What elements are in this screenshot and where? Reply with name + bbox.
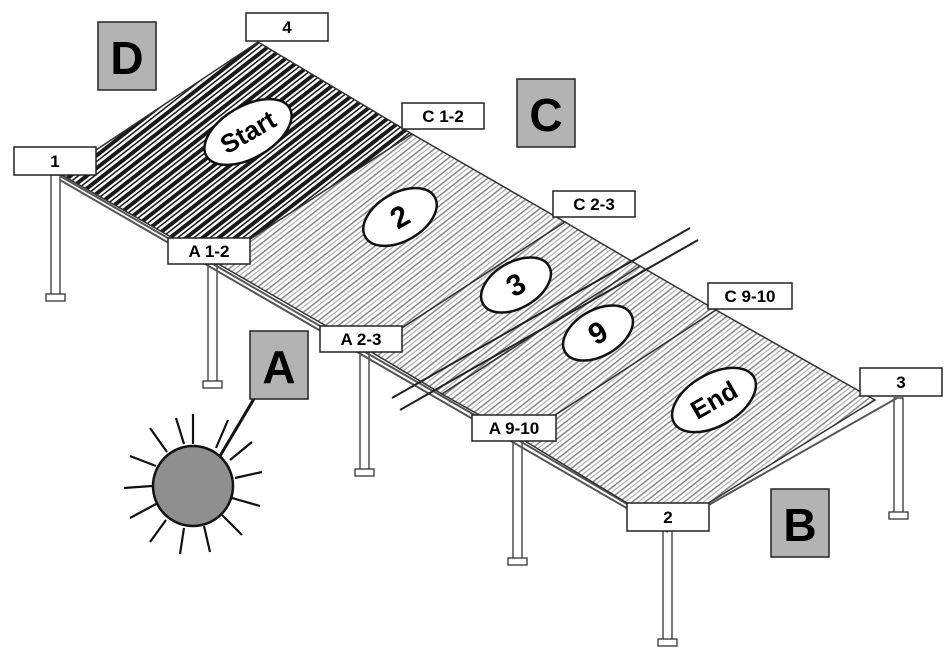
panel-oval-2: 2 xyxy=(362,186,438,248)
side-box-d: D xyxy=(97,21,157,91)
side-box-b: B xyxy=(770,488,830,558)
panel-oval-end: End xyxy=(670,366,758,434)
corner-text-2: 2 xyxy=(663,508,672,527)
panel-oval-9: 9 xyxy=(561,304,635,362)
corner-text-3: 3 xyxy=(896,373,905,392)
joint-text-c12: C 1-2 xyxy=(422,107,464,126)
sun-icon xyxy=(123,391,263,555)
post-a23 xyxy=(354,351,375,477)
joint-text-c910: C 9-10 xyxy=(724,287,775,306)
post-a12 xyxy=(202,263,223,389)
side-label-a: A xyxy=(262,341,295,393)
joint-text-a12: A 1-2 xyxy=(189,242,230,261)
joint-label-a910: A 9-10 xyxy=(471,414,557,442)
side-label-b: B xyxy=(783,499,816,551)
side-label-d: D xyxy=(110,32,143,84)
corner-text-4: 4 xyxy=(282,18,292,37)
side-box-c: C xyxy=(516,78,576,148)
joint-text-c23: C 2-3 xyxy=(573,195,615,214)
side-label-c: C xyxy=(529,89,562,141)
post-a910 xyxy=(507,439,528,566)
joint-label-a23: A 2-3 xyxy=(319,325,403,353)
joint-label-c12: C 1-2 xyxy=(401,102,485,130)
joint-label-c910: C 9-10 xyxy=(707,282,793,310)
corner-label-1: 1 xyxy=(13,146,97,176)
corner-text-1: 1 xyxy=(50,152,59,171)
post-3 xyxy=(888,397,909,520)
corner-label-3: 3 xyxy=(859,367,943,397)
joint-label-a12: A 1-2 xyxy=(167,237,251,265)
corner-label-4: 4 xyxy=(245,12,329,42)
joint-text-a23: A 2-3 xyxy=(341,330,382,349)
break-lines xyxy=(391,227,699,411)
side-box-a: A xyxy=(249,330,309,400)
post-1 xyxy=(45,174,66,302)
corner-label-2: 2 xyxy=(626,502,710,532)
joint-text-a910: A 9-10 xyxy=(489,419,539,438)
panel-oval-3: 3 xyxy=(479,256,553,314)
joint-label-c23: C 2-3 xyxy=(552,190,636,218)
panel-oval-start: Start xyxy=(203,97,293,167)
post-2 xyxy=(657,529,678,647)
